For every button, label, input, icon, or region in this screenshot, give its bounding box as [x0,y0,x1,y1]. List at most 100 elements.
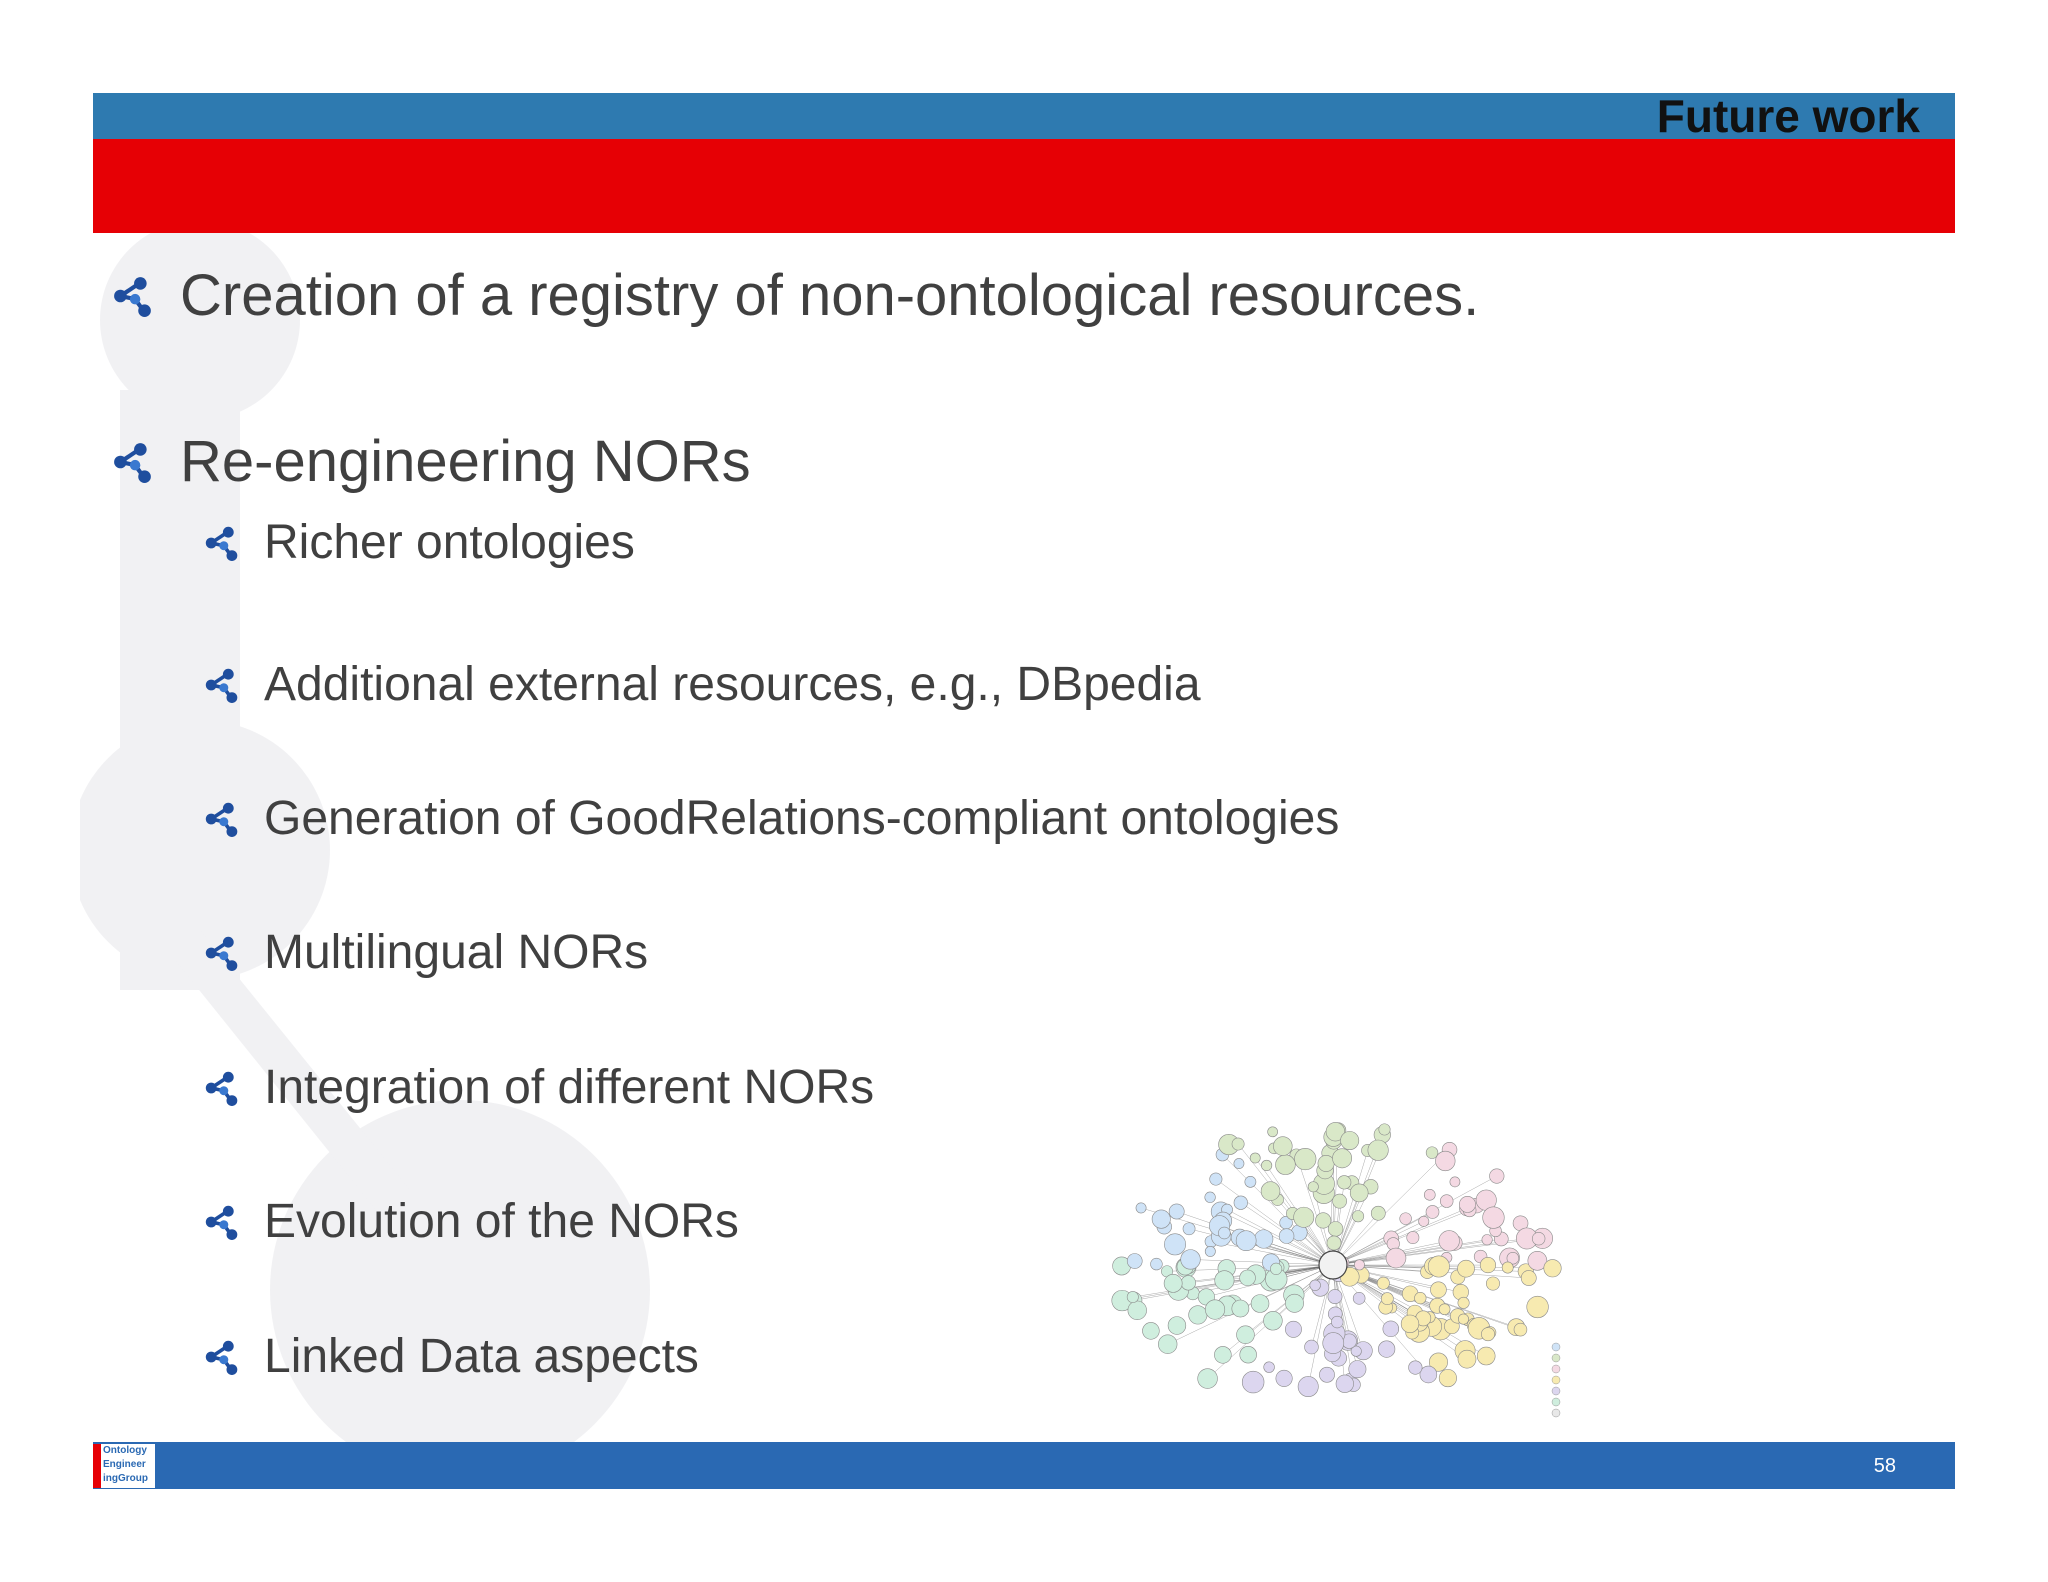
diagram-node [1285,1320,1302,1338]
diagram-node [1399,1212,1412,1225]
diagram-node [1127,1300,1147,1320]
diagram-node [1278,1228,1295,1244]
diagram-nodes [1111,1122,1562,1398]
diagram-node [1400,1314,1420,1334]
diagram-node [1427,1255,1450,1278]
diagram-link [1215,1178,1334,1266]
oeg-logo: Ontology Engineer ingGroup [93,1444,155,1488]
diagram-node [1408,1360,1423,1375]
diagram-node [1425,1146,1439,1159]
diagram-link [1296,1155,1334,1266]
sub-bullet-item: Multilingual NORs [204,925,648,980]
diagram-node [1231,1299,1250,1318]
diagram-node [1204,1245,1216,1257]
diagram-node [1476,1346,1496,1366]
bullet-item: Creation of a registry of non-ontologica… [112,262,1479,329]
diagram-node [1244,1175,1257,1188]
diagram-node [1337,1175,1352,1190]
diagram-node [1331,1315,1344,1329]
diagram-node [1260,1181,1281,1201]
diagram-node [1439,1194,1454,1208]
diagram-node [1438,1230,1460,1252]
diagram-node [1231,1137,1245,1151]
diagram-node [1482,1206,1505,1229]
diagram-node [1332,1148,1353,1169]
diagram-node [1435,1150,1456,1172]
diagram-node [1485,1276,1500,1291]
diagram-node [1327,1221,1344,1237]
bullet-text: Creation of a registry of non-ontologica… [180,263,1480,328]
bullet-text: Re-engineering NORs [180,429,751,494]
diagram-node [1459,1196,1476,1213]
diagram-node [1214,1270,1235,1291]
diagram-node [1457,1313,1469,1325]
diagram-node [1235,1230,1257,1252]
network-node-icon [205,802,238,837]
diagram-node [1350,1345,1362,1357]
slide-title: Future work [1656,90,1920,142]
diagram-node [1526,1295,1549,1319]
sub-bullet-text: Additional external resources, e.g., DBp… [264,658,1201,711]
diagram-link [1332,1264,1428,1273]
diagram-node [1352,1292,1366,1305]
diagram-node [1135,1202,1147,1214]
watermark-graphic [80,230,650,1480]
sub-bullet-text: Integration of different NORs [264,1061,875,1114]
diagram-link [1222,1154,1334,1266]
diagram-node [1233,1158,1245,1169]
diagram-node [1327,1289,1343,1304]
diagram-node [1457,1349,1477,1369]
diagram-node [1167,1316,1187,1335]
diagram-node [1270,1262,1283,1275]
sub-bullet-text: Evolution of the NORs [264,1195,739,1248]
diagram-node [1457,1259,1475,1278]
diagram-node [1348,1360,1367,1379]
diagram-node [1378,1123,1391,1136]
sub-bullet-item: Linked Data aspects [204,1329,699,1384]
diagram-node [1126,1291,1139,1303]
diagram-node [1438,1303,1451,1316]
legend-swatch [1551,1408,1561,1418]
diagram-node [1317,1154,1335,1172]
diagram-node [1543,1259,1562,1278]
diagram-node [1218,1226,1231,1240]
diagram-node [1250,1294,1270,1313]
diagram-node [1197,1368,1218,1389]
diagram-node [1378,1340,1396,1358]
diagram-node [1531,1232,1546,1246]
diagram-node [1309,1279,1321,1291]
diagram-node [1449,1176,1461,1188]
sub-bullet-item: Evolution of the NORs [204,1194,739,1249]
diagram-node [1481,1327,1495,1342]
footer-bar [93,1442,1955,1489]
bullet-item: Re-engineering NORs [112,428,751,495]
diagram-node [1254,1229,1274,1249]
diagram-node [1428,1352,1448,1372]
network-node-icon [205,526,238,561]
diagram-node [1520,1270,1537,1286]
diagram-node [1168,1203,1185,1220]
header-blue-band [93,93,1955,139]
diagram-node [1489,1168,1505,1184]
diagram-node [1425,1205,1440,1219]
diagram-node [1294,1147,1317,1171]
diagram-node [1297,1376,1319,1398]
diagram-node [1273,1136,1293,1156]
diagram-node [1304,1339,1319,1355]
diagram-node [1423,1189,1436,1201]
network-node-icon [205,1205,238,1240]
diagram-link [1332,1149,1450,1266]
legend-swatch [1551,1364,1561,1374]
diagram-node [1158,1334,1178,1354]
diagram-legend [1551,1342,1561,1418]
diagram-node [1340,1131,1360,1150]
header-red-band [93,139,1955,233]
diagram-node [1457,1296,1470,1309]
linked-data-cloud-diagram [1111,1122,1562,1418]
diagram-node [1180,1275,1196,1291]
diagram-node [1481,1234,1493,1246]
diagram-node [1367,1139,1389,1161]
diagram-node [1307,1181,1319,1193]
diagram-node [1267,1126,1278,1138]
